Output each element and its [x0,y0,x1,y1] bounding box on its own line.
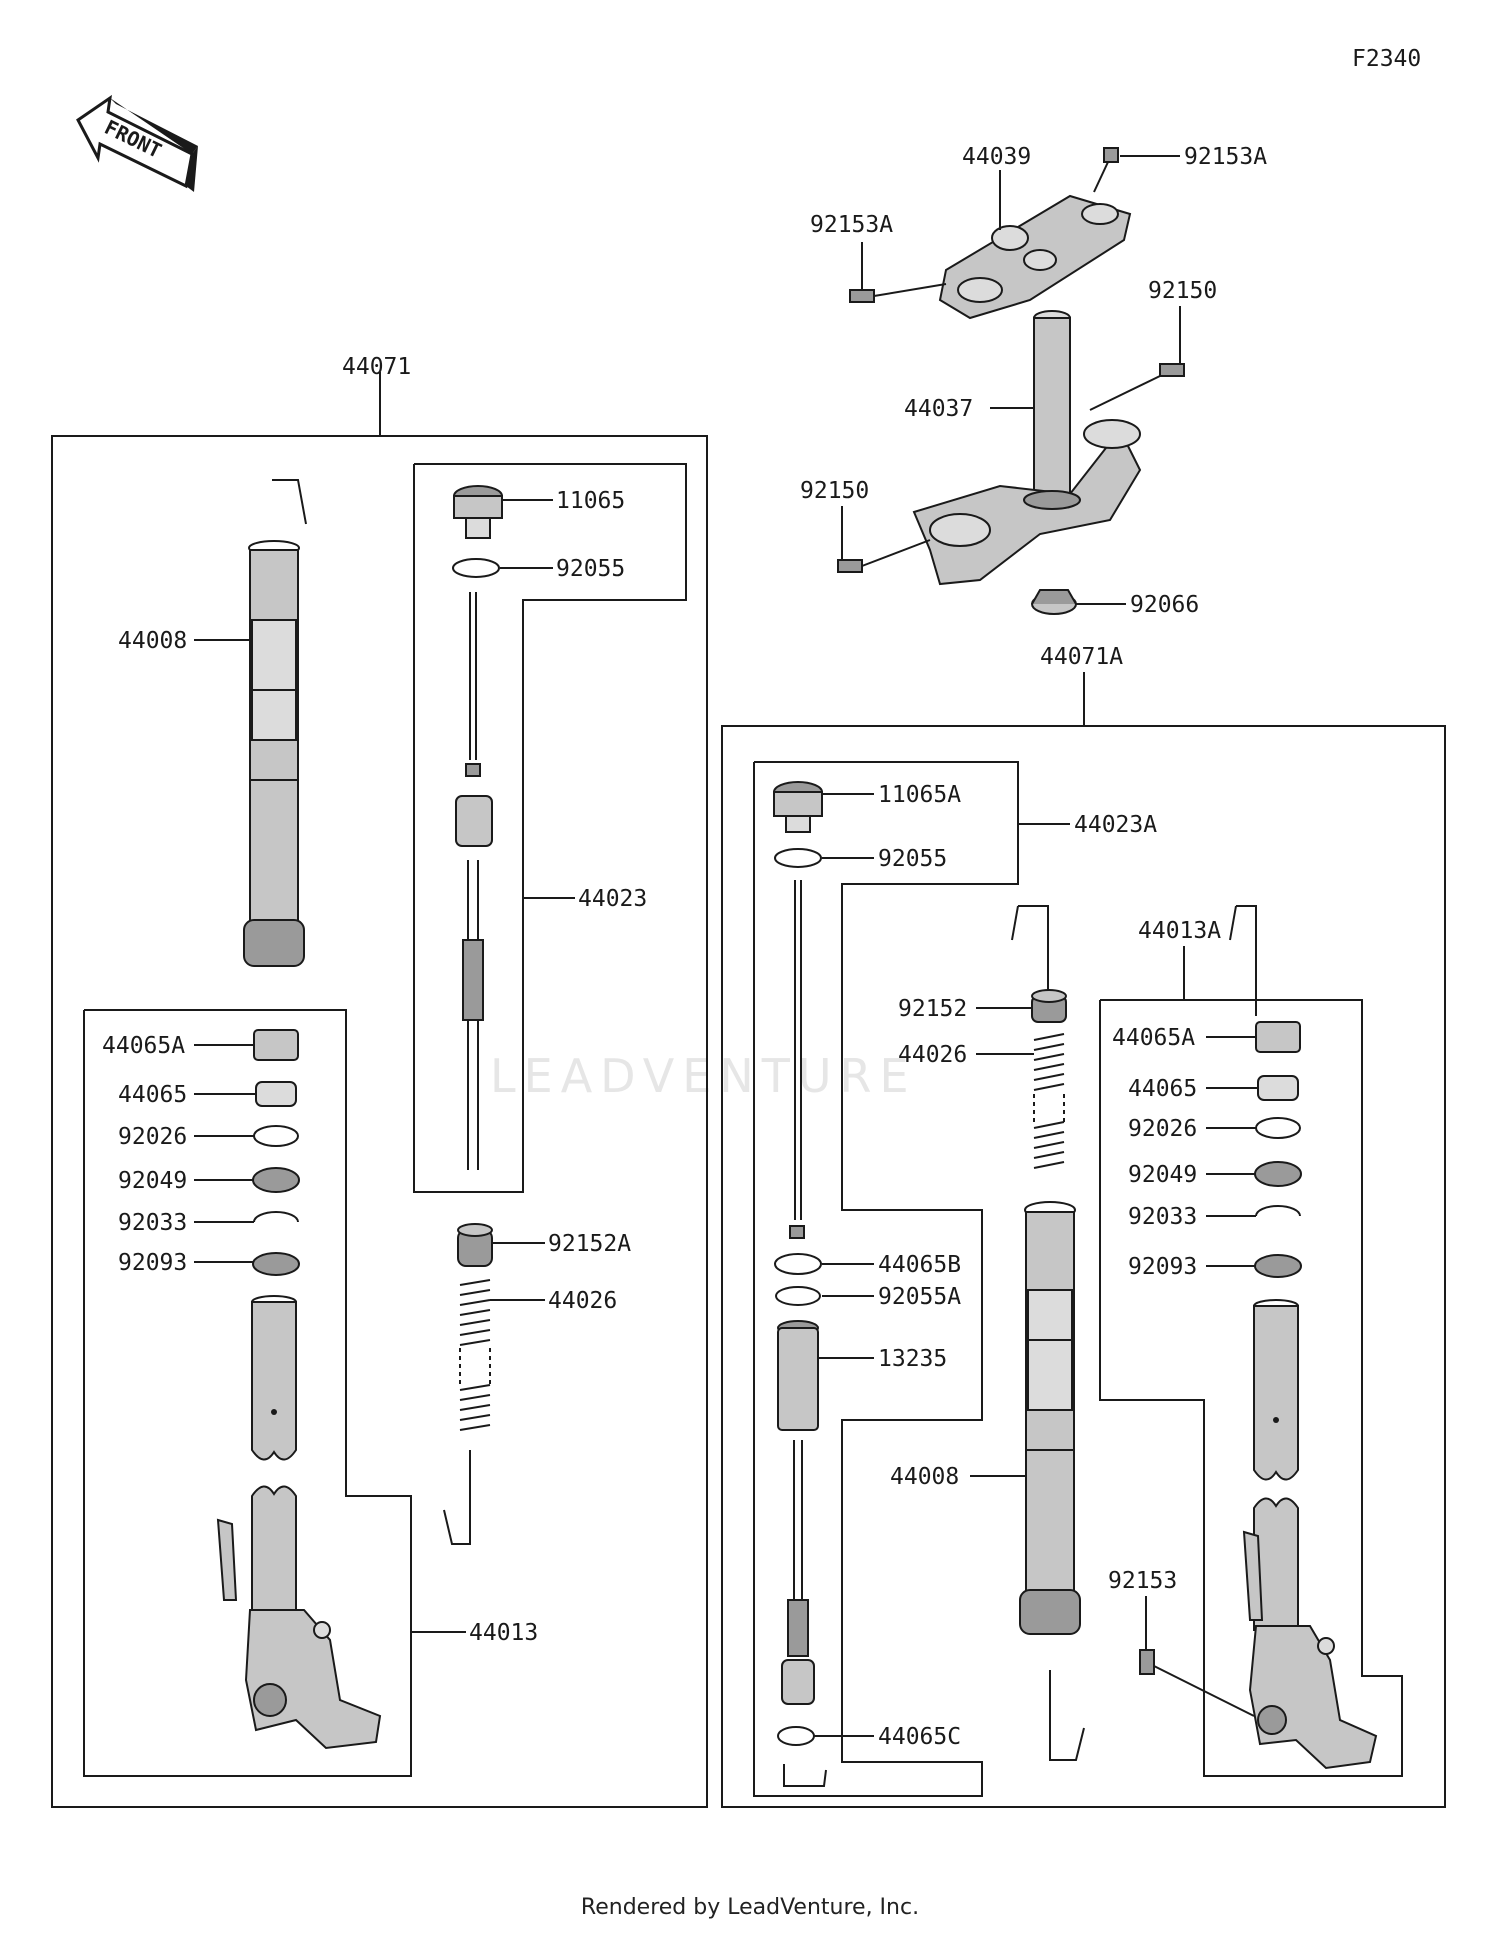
callout-11065: 11065 [556,488,625,514]
callout-92152A: 92152A [548,1231,631,1257]
callout-92066: 92066 [1130,592,1199,618]
washer-92026-right [1255,1117,1301,1139]
callout-44037: 44037 [904,396,973,422]
oil-seal-92049-left [252,1167,300,1193]
leader-92152-bracket [1018,905,1049,990]
assembly-box-44071A [721,725,1446,1808]
callout-92026-left: 92026 [118,1124,187,1150]
callout-92150-top: 92150 [1148,278,1217,304]
callout-44039: 44039 [962,144,1031,170]
dust-seal-92093-right [1254,1254,1302,1278]
callout-44008-left: 44008 [118,628,187,654]
bushing-44065-left [255,1081,297,1107]
stem-44037 [912,310,1142,586]
callout-92033-left: 92033 [118,1210,187,1236]
nut-92152 [1031,989,1067,1023]
o-ring-92055A [775,1286,821,1306]
bolt-92153A-top [1103,147,1119,163]
circlip-92033-right [1255,1205,1301,1217]
assembly-box-44023 [413,463,687,1193]
outer-tube-44008-right [1019,1201,1085,1761]
bolt-92150-top [1159,363,1185,377]
damper-rod-left [455,592,493,1170]
callout-92153: 92153 [1108,1568,1177,1594]
bushing-44065-right [1257,1075,1299,1101]
callout-44026-left: 44026 [548,1288,617,1314]
o-ring-92055-left [452,558,500,578]
washer-92026-left [253,1125,299,1147]
ring-44065B [774,1253,822,1275]
callout-44071: 44071 [342,354,411,380]
callout-13235: 13235 [878,1346,947,1372]
upper-clamp-44039 [938,194,1132,320]
callout-92055-right: 92055 [878,846,947,872]
callout-92049-right: 92049 [1128,1162,1197,1188]
callout-44013A: 44013A [1138,918,1221,944]
piston-rod-right [781,1440,815,1705]
outer-tube-44008-left [243,479,307,967]
bolt-92150-bottom [837,559,863,573]
callout-44065-right: 44065 [1128,1076,1197,1102]
callout-44023A: 44023A [1074,812,1157,838]
bushing-44065A-right [1255,1021,1301,1053]
callout-44065C: 44065C [878,1724,961,1750]
callout-92153A-left: 92153A [810,212,893,238]
callout-44071A: 44071A [1040,644,1123,670]
bolt-92153 [1139,1649,1155,1675]
damper-rod-right [789,880,805,1239]
front-arrow-icon: FRONT [76,94,198,192]
callout-92055A: 92055A [878,1284,961,1310]
footer-credit: Rendered by LeadVenture, Inc. [580,1895,920,1920]
fork-bottom-left [216,1518,382,1750]
nut-92066 [1031,589,1077,615]
assembly-box-44013 [83,1009,412,1777]
fork-cap-11065A [773,781,823,833]
callout-44065-left: 44065 [118,1082,187,1108]
callout-44023: 44023 [578,886,647,912]
callout-44008-right: 44008 [890,1464,959,1490]
circlip-92033-left [253,1211,299,1223]
callout-92093-right: 92093 [1128,1254,1197,1280]
callout-44065A-left: 44065A [102,1033,185,1059]
fork-bottom-right [1242,1530,1378,1770]
dust-seal-92093-left [252,1252,300,1276]
callout-92150-bottom: 92150 [800,478,869,504]
o-ring-92055-right [774,848,822,868]
spring-44026-right [1033,1033,1065,1169]
callout-92153A-top: 92153A [1184,144,1267,170]
callout-44065B: 44065B [878,1252,961,1278]
callout-92033-right: 92033 [1128,1204,1197,1230]
oil-seal-92049-right [1254,1161,1302,1187]
callout-11065A: 11065A [878,782,961,808]
callout-44065A-right: 44065A [1112,1025,1195,1051]
callout-92026-right: 92026 [1128,1116,1197,1142]
spring-44026-left [443,1279,491,1545]
ring-44065C [777,1726,815,1746]
assembly-box-44023A [753,761,1019,1797]
assembly-box-44013A [1099,999,1403,1777]
cylinder-13235 [777,1320,819,1431]
inner-tube-left [251,1295,297,1617]
callout-92055-left: 92055 [556,556,625,582]
callout-44013: 44013 [469,1620,538,1646]
bushing-44065A-left [253,1029,299,1061]
inner-tube-right [1253,1299,1299,1631]
callout-44026-right: 44026 [898,1042,967,1068]
fork-cap-11065 [453,485,503,539]
callout-92093-left: 92093 [118,1250,187,1276]
callout-92152: 92152 [898,996,967,1022]
bolt-92153A-left [849,289,875,303]
figure-code: F2340 [1352,46,1422,72]
callout-92049-left: 92049 [118,1168,187,1194]
nut-92152A [457,1223,493,1267]
watermark-text: LEADVENTURE [490,1049,917,1103]
